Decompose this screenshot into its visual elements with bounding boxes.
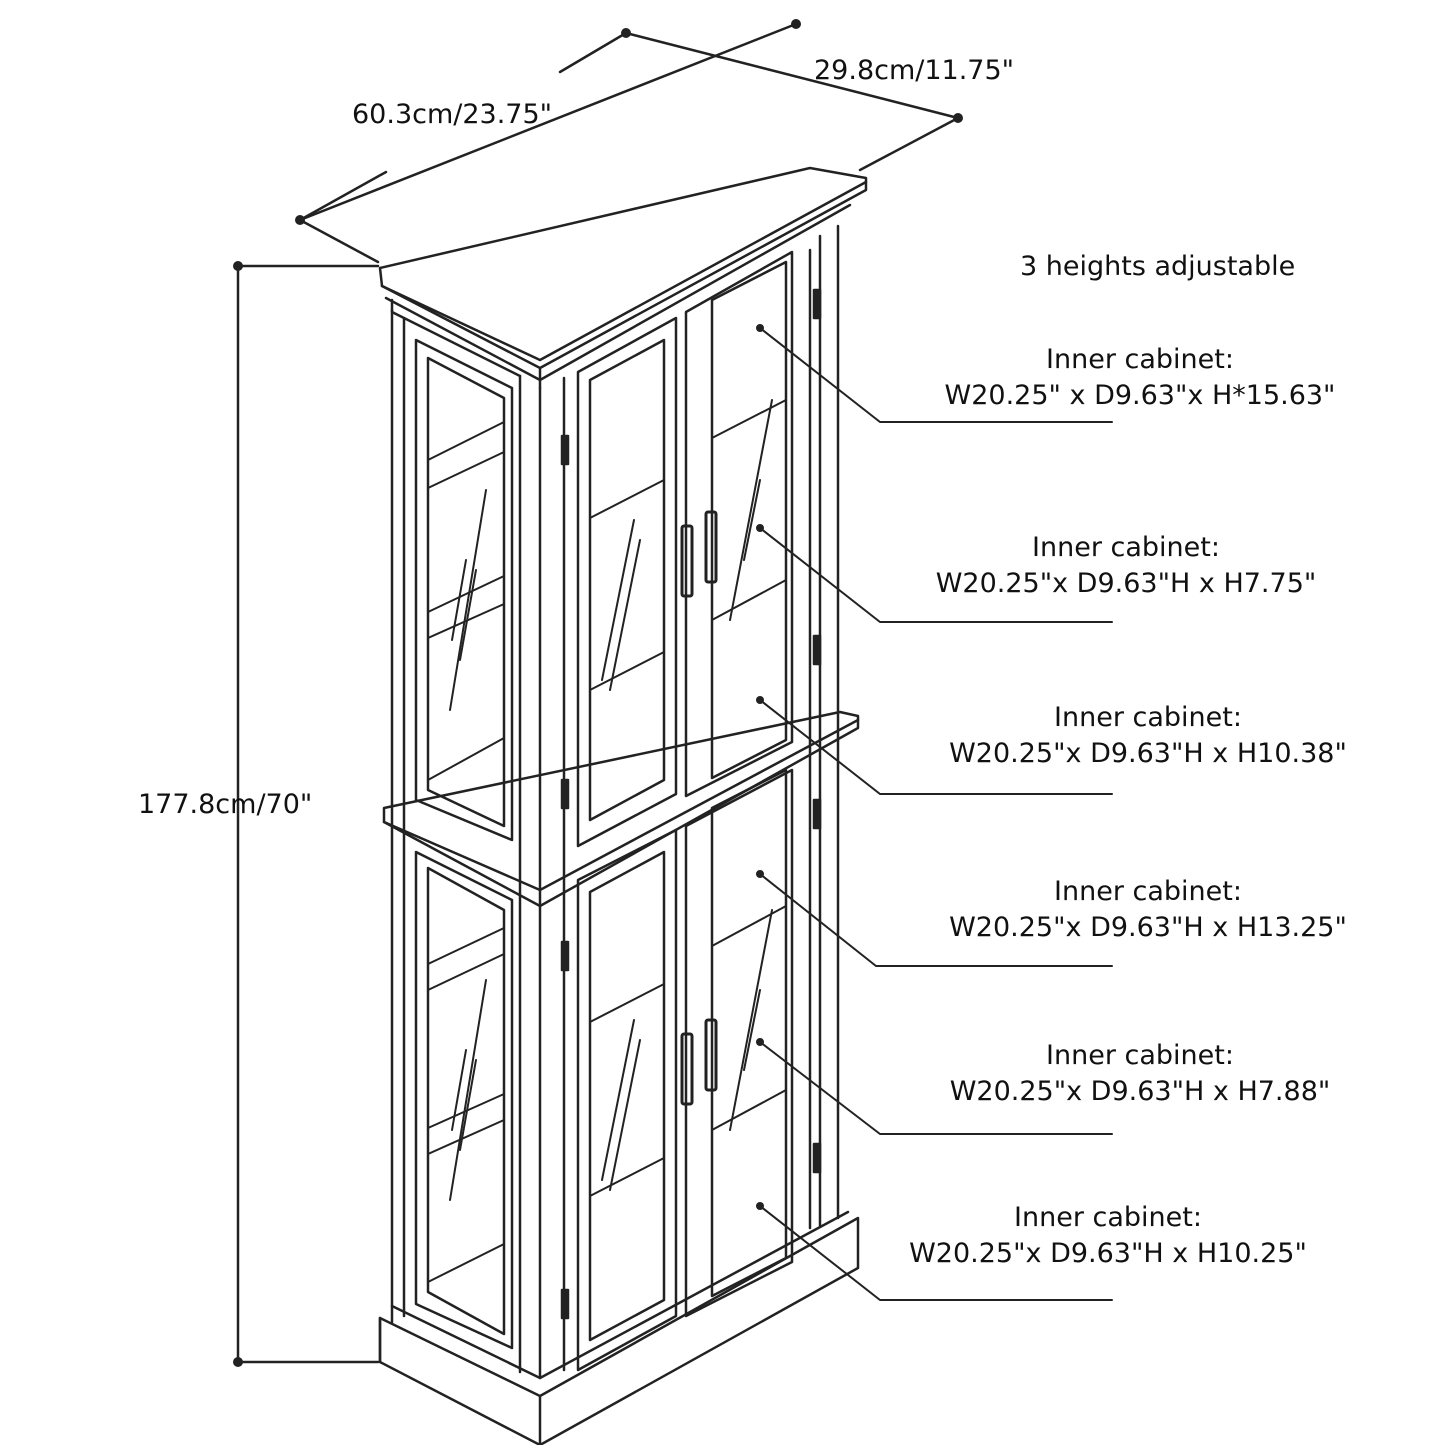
door-hinges (560, 288, 822, 1320)
compartment-label-1: Inner cabinet: W20.25" x D9.63"x H*15.63… (900, 342, 1380, 414)
compartment-label-2: Inner cabinet: W20.25"x D9.63"H x H7.75" (886, 530, 1366, 602)
compartment-spec: W20.25"x D9.63"H x H10.25" (909, 1238, 1307, 1269)
compartment-spec: W20.25"x D9.63"H x H13.25" (949, 912, 1347, 943)
adjustable-note: 3 heights adjustable (1020, 251, 1296, 282)
door-handles (680, 510, 718, 1106)
compartment-label-3: Inner cabinet: W20.25"x D9.63"H x H10.38… (908, 700, 1388, 772)
compartment-title: Inner cabinet: (1054, 702, 1242, 733)
compartment-label-5: Inner cabinet: W20.25"x D9.63"H x H7.88" (900, 1038, 1380, 1110)
compartment-title: Inner cabinet: (1032, 532, 1220, 563)
width-dimension-label: 60.3cm/23.75" (352, 99, 553, 130)
cabinet-shelves (427, 399, 787, 1283)
cabinet-body (378, 224, 860, 1445)
width-dimension-line (298, 22, 798, 264)
depth-dimension-line (558, 31, 960, 172)
compartment-spec: W20.25"x D9.63"H x H7.88" (949, 1076, 1331, 1107)
depth-dimension-label: 29.8cm/11.75" (814, 55, 1015, 86)
compartment-spec: W20.25" x D9.63"x H*15.63" (944, 380, 1336, 411)
dimension-dots (233, 19, 963, 1367)
compartment-title: Inner cabinet: (1054, 876, 1242, 907)
compartment-title: Inner cabinet: (1014, 1202, 1202, 1233)
callout-leaders (759, 327, 1113, 1301)
compartment-title: Inner cabinet: (1046, 344, 1234, 375)
compartment-title: Inner cabinet: (1046, 1040, 1234, 1071)
height-dimension-label: 177.8cm/70" (138, 789, 313, 820)
height-dimension-line (236, 264, 380, 1364)
glass-reflections (449, 399, 773, 1201)
compartment-label-6: Inner cabinet: W20.25"x D9.63"H x H10.25… (868, 1200, 1348, 1272)
compartment-label-4: Inner cabinet: W20.25"x D9.63"H x H13.25… (908, 874, 1388, 946)
compartment-spec: W20.25"x D9.63"H x H10.38" (949, 738, 1347, 769)
compartment-spec: W20.25"x D9.63"H x H7.75" (935, 568, 1317, 599)
